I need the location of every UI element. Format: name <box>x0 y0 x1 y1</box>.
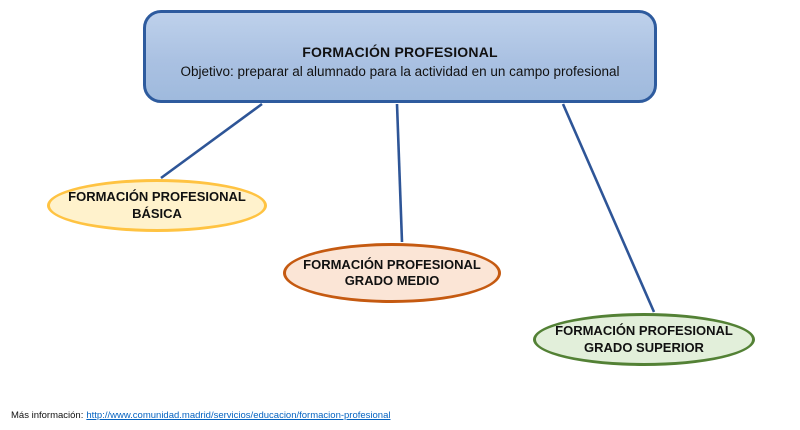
node-fp-basica-line1: FORMACIÓN PROFESIONAL <box>68 189 246 205</box>
root-node-formacion-profesional: FORMACIÓN PROFESIONAL Objetivo: preparar… <box>143 10 657 103</box>
footer-more-info-link[interactable]: http://www.comunidad.madrid/servicios/ed… <box>86 410 391 421</box>
node-fp-grado-medio-line1: FORMACIÓN PROFESIONAL <box>303 256 481 272</box>
node-fp-basica-line2: BÁSICA <box>132 205 182 221</box>
footer-more-info: Más información:http://www.comunidad.mad… <box>11 410 391 421</box>
connector-root-to-grado-medio <box>395 103 404 243</box>
node-fp-grado-medio: FORMACIÓN PROFESIONAL GRADO MEDIO <box>283 243 501 303</box>
node-fp-grado-superior-line2: GRADO SUPERIOR <box>584 339 704 355</box>
connector-root-to-grado-superior <box>561 103 656 313</box>
node-fp-grado-superior: FORMACIÓN PROFESIONAL GRADO SUPERIOR <box>533 313 755 366</box>
root-node-subtitle: Objetivo: preparar al alumnado para la a… <box>180 64 620 79</box>
footer-more-info-label: Más información: <box>11 410 84 421</box>
node-fp-basica: FORMACIÓN PROFESIONAL BÁSICA <box>47 179 267 232</box>
node-fp-grado-superior-line1: FORMACIÓN PROFESIONAL <box>555 323 733 339</box>
node-fp-grado-medio-line2: GRADO MEDIO <box>344 273 440 288</box>
root-node-title: FORMACIÓN PROFESIONAL <box>302 44 498 60</box>
connector-root-to-basica <box>160 102 263 180</box>
